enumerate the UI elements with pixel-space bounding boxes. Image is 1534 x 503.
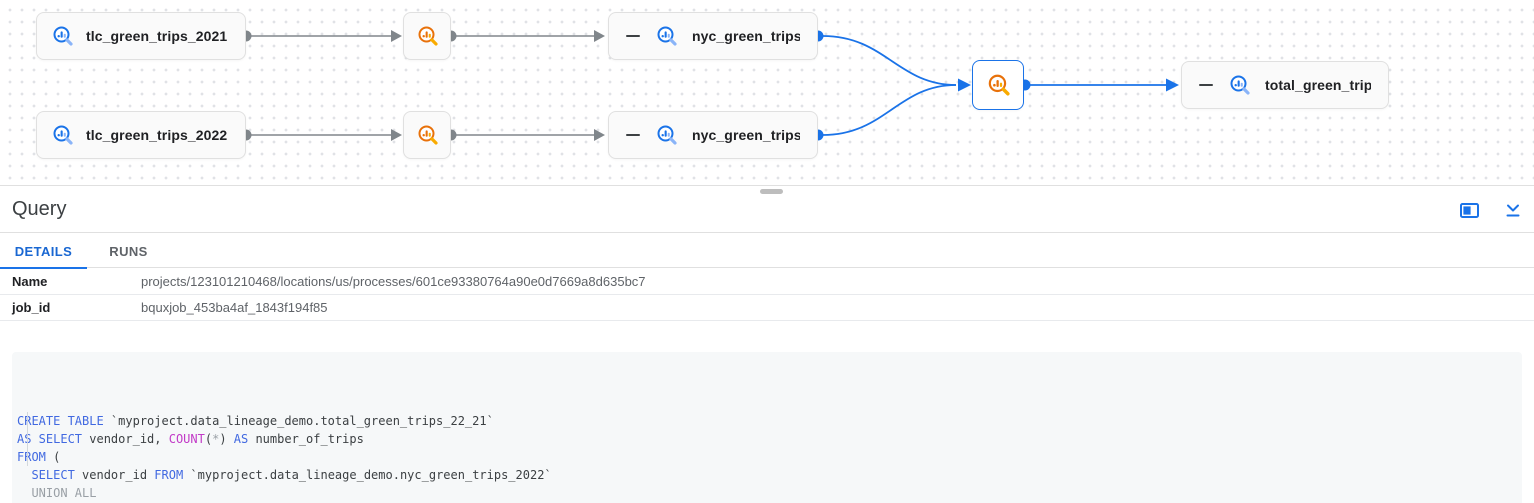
node-nyc-green-trips-2022[interactable]: nyc_green_trips… [608, 111, 818, 159]
sql-line: CREATE TABLE `myproject.data_lineage_dem… [17, 414, 494, 428]
node-tlc-green-trips-2021[interactable]: tlc_green_trips_2021 [36, 12, 246, 60]
edge-selected-arrowheads [958, 78, 1179, 92]
table-search-icon [52, 124, 73, 145]
tab-details[interactable]: DETAILS [14, 243, 73, 259]
sql-line: FROM ( [17, 450, 61, 464]
table-search-icon [1229, 74, 1250, 95]
tab-runs[interactable]: RUNS [109, 243, 148, 259]
field-value: bquxjob_453ba4af_1843f194f85 [141, 300, 328, 315]
field-label: Name [12, 274, 48, 289]
sql-line: SELECT vendor_id FROM `myproject.data_li… [31, 468, 552, 482]
open-side-panel-button[interactable] [1458, 199, 1480, 221]
panel-header-actions [1458, 187, 1526, 233]
details-panel: Query DETAILS RUNS [0, 187, 1534, 503]
dock-side-icon [1459, 202, 1479, 218]
collapse-minus-icon[interactable] [626, 35, 640, 37]
edge-gray-arrowheads [391, 30, 605, 141]
field-value: projects/123101210468/locations/us/proce… [141, 274, 646, 289]
node-label: tlc_green_trips_2022 [86, 127, 228, 143]
chevron-down-bar-icon [1506, 204, 1520, 217]
node-nyc-green-trips-2021[interactable]: nyc_green_trips… [608, 12, 818, 60]
sql-query-code-block[interactable]: CREATE TABLE `myproject.data_lineage_dem… [12, 352, 1522, 503]
panel-title: Query [12, 198, 67, 220]
query-search-icon [988, 73, 1010, 96]
field-label: job_id [12, 300, 51, 315]
edge-gray-lines [251, 35, 594, 136]
collapse-panel-button[interactable] [1502, 199, 1524, 221]
lineage-graph-canvas[interactable]: tlc_green_trips_2021 tlc_green_trips_202… [0, 0, 1534, 186]
query-search-icon [417, 124, 438, 145]
table-search-icon [656, 25, 677, 46]
collapse-minus-icon[interactable] [626, 134, 640, 136]
node-total-green-trips[interactable]: total_green_trip… [1181, 61, 1389, 109]
sql-line: UNION ALL [17, 486, 97, 500]
active-tab-indicator [0, 267, 87, 269]
panel-drag-handle[interactable] [760, 189, 783, 194]
panel-header: Query [0, 187, 1534, 233]
node-tlc-green-trips-2022[interactable]: tlc_green_trips_2022 [36, 111, 246, 159]
table-search-icon [656, 124, 677, 145]
collapse-minus-icon[interactable] [1199, 84, 1213, 86]
node-label: nyc_green_trips… [692, 127, 800, 143]
field-row-job-id: job_id bquxjob_453ba4af_1843f194f85 [0, 295, 1534, 321]
node-query-process-1[interactable] [403, 12, 451, 60]
node-label: tlc_green_trips_2021 [86, 28, 228, 44]
node-label: total_green_trip… [1265, 77, 1371, 93]
query-search-icon [417, 25, 438, 46]
details-fields: Name projects/123101210468/locations/us/… [0, 269, 1534, 321]
field-row-name: Name projects/123101210468/locations/us/… [0, 269, 1534, 295]
node-label: nyc_green_trips… [692, 28, 800, 44]
table-search-icon [52, 25, 73, 46]
sql-line: AS SELECT vendor_id, COUNT(*) AS number_… [17, 432, 364, 446]
node-query-process-selected[interactable] [972, 60, 1024, 110]
indent-guide-line [27, 412, 28, 466]
edge-selected-lines [822, 35, 1166, 136]
node-query-process-2[interactable] [403, 111, 451, 159]
panel-tabs: DETAILS RUNS [0, 234, 1534, 268]
